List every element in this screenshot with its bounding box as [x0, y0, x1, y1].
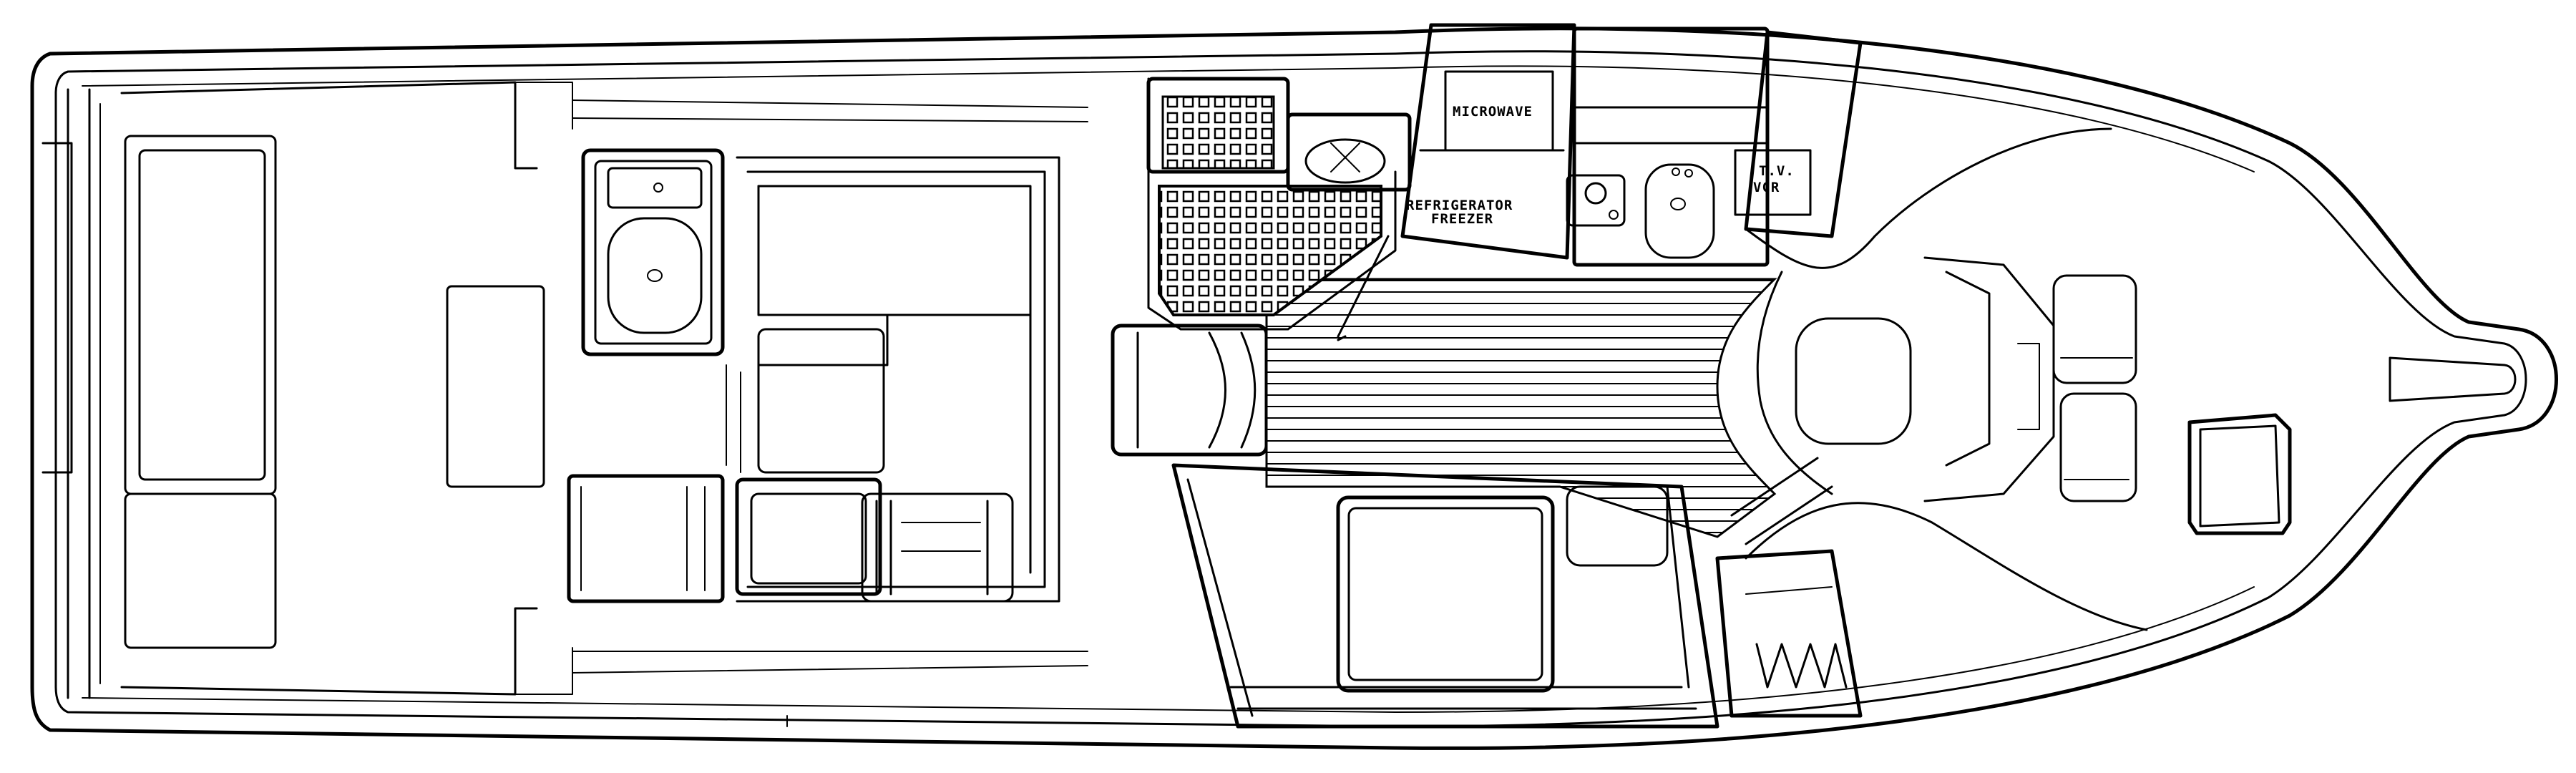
head-compartment: [1146, 77, 1412, 341]
aft-seat-left: [124, 135, 277, 495]
helm-chair: [861, 492, 1014, 603]
cockpit: [42, 81, 1088, 699]
stair-unit: [1715, 549, 1863, 718]
stateroom-seat: [1795, 317, 1912, 445]
microwave-label: MICROWAVE: [1453, 104, 1533, 120]
cabinet-lower: [567, 474, 725, 603]
cabin-floor: [1265, 278, 1777, 538]
head-sink: [1304, 138, 1386, 184]
aft-seat-lower: [124, 492, 277, 649]
head-vanity: [1286, 112, 1412, 192]
wet-bar-cabinet: [581, 148, 725, 356]
galley: MICROWAVE REFRIGERATOR FREEZER T.V. VCR: [1400, 23, 1863, 267]
dinette-area: [1171, 463, 1719, 729]
galley-sink-small: [1566, 174, 1626, 227]
galley-sink: [1644, 163, 1715, 259]
forward-steps: [1730, 457, 1833, 545]
galley-counter: [1572, 26, 1770, 267]
freezer-label: FREEZER: [1431, 211, 1493, 227]
settee-cushion: [757, 328, 885, 474]
helm-seat-base: [735, 477, 882, 596]
forward-stateroom: [1745, 127, 2292, 631]
tv-label: T.V.: [1759, 163, 1795, 179]
companionway: [1111, 324, 1269, 457]
vcr-label: VCR: [1753, 180, 1780, 195]
dinette: [1171, 463, 1863, 729]
bar-sink-small: [607, 167, 703, 209]
bow-locker: [2187, 413, 2292, 535]
refrigerator-label: REFRIGERATOR: [1406, 198, 1513, 213]
shower-grate-top: [1161, 95, 1275, 170]
shower-grate: [1158, 185, 1382, 316]
galley-cabinet: [1400, 23, 1576, 260]
ottoman-lower: [2059, 392, 2137, 502]
tv-box: [1734, 149, 1812, 216]
tv-cabinet: [1744, 30, 1863, 238]
cockpit-table: [446, 285, 545, 488]
ottoman-upper: [2052, 274, 2137, 384]
dinette-table: [1336, 495, 1555, 693]
salon: [567, 148, 1060, 603]
companionway-step: [1111, 324, 1269, 457]
bar-sink: [607, 217, 703, 334]
dinette-seat: [1566, 485, 1669, 567]
